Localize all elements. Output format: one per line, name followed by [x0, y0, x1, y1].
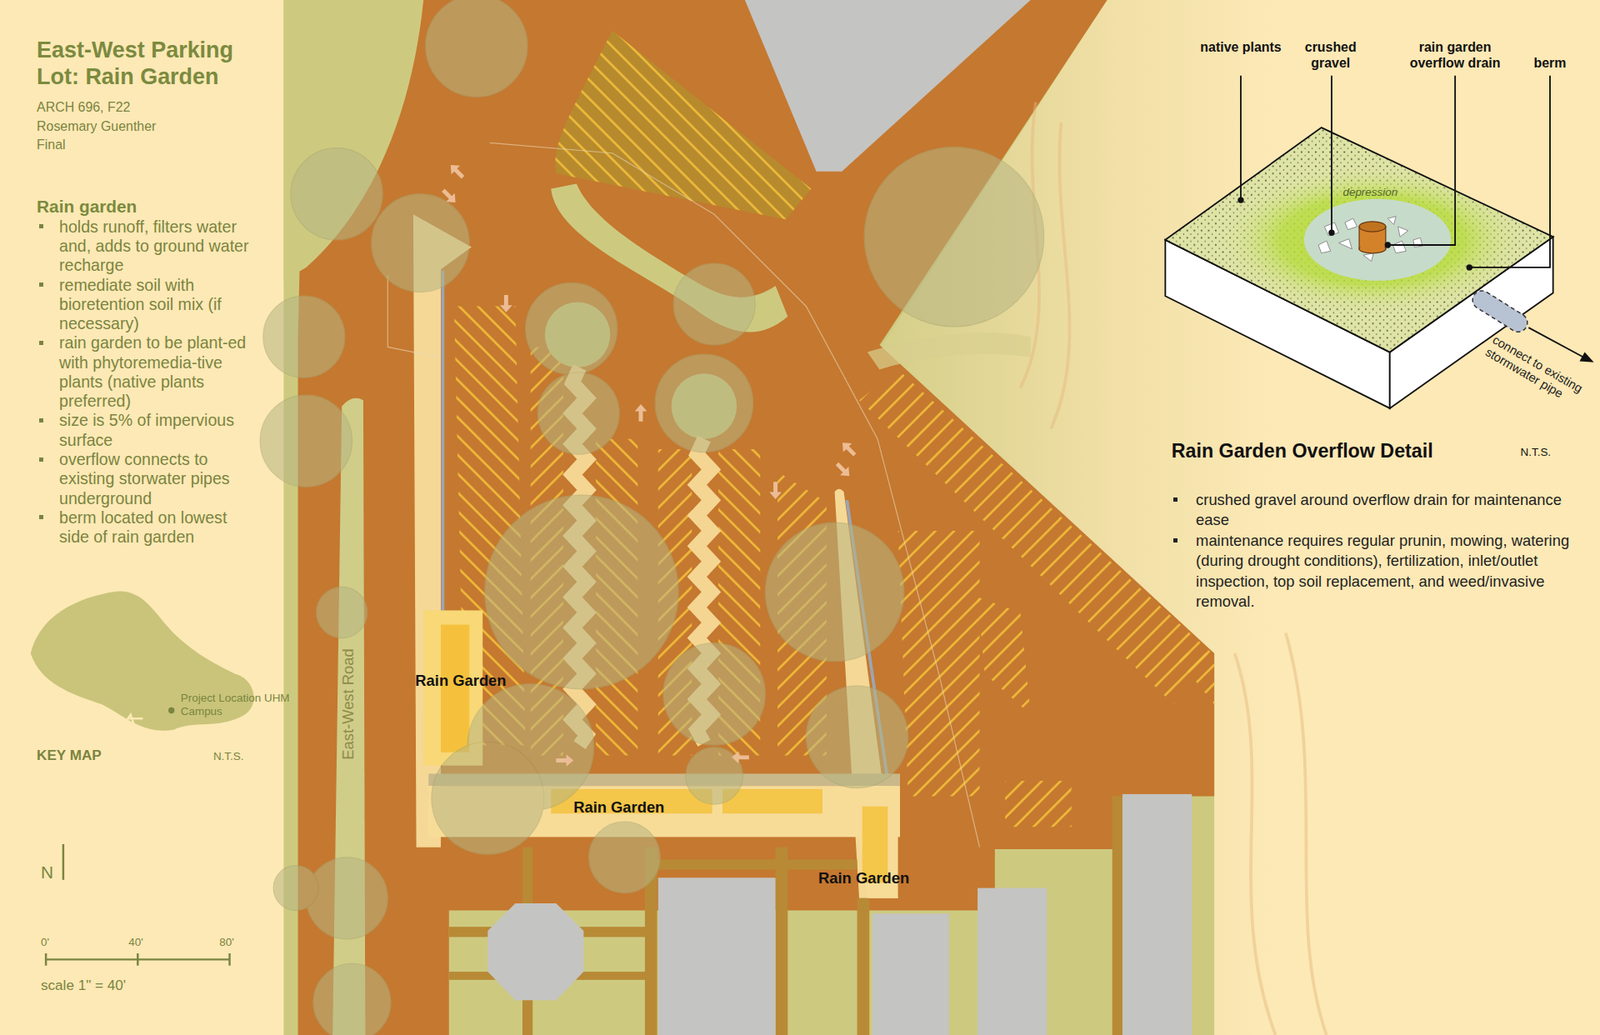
bullet-text: rain garden to be plant-ed with phytorem… [59, 333, 251, 411]
title: East-West Parking Lot: Rain Garden [36, 37, 277, 91]
label: Project Location UHM Campus [180, 691, 294, 719]
label: 80' [219, 935, 235, 950]
label: berm [1524, 55, 1575, 72]
label: depression [1342, 185, 1398, 200]
bullet-item: holds runoff, filters water and, adds to… [39, 217, 252, 276]
bullet-text: crushed gravel around overflow drain for… [1195, 490, 1576, 531]
label: crushed gravel [1290, 39, 1372, 72]
bullet-text: maintenance requires regular prunin, mow… [1195, 530, 1576, 613]
label: East-West Road [339, 648, 358, 760]
bullet-item: rain garden to be plant-ed with phytorem… [39, 333, 252, 411]
bullet-text: remediate soil with bioretention soil mi… [59, 275, 251, 335]
label: Final [36, 136, 65, 153]
bullet-list: holds runoff, filters water and, adds to… [39, 217, 252, 548]
label: KEY MAP [36, 746, 102, 765]
bullet-text: holds runoff, filters water and, adds to… [59, 217, 251, 276]
bullet-item: size is 5% of impervious surface [39, 410, 252, 450]
label: connect to existing stormwater pipe [1482, 332, 1600, 419]
bullet-item: maintenance requires regular prunin, mow… [1173, 530, 1575, 613]
label: N [40, 862, 54, 884]
bullet-item: remediate soil with bioretention soil mi… [39, 275, 252, 335]
bullet-text: overflow connects to existing storwater … [59, 450, 251, 509]
label: 40' [128, 935, 144, 950]
label: N.T.S. [1520, 445, 1551, 460]
bullet-square [39, 340, 44, 345]
bullet-item: overflow connects to existing storwater … [39, 450, 252, 509]
bullet-text: berm located on lowest side of rain gard… [59, 508, 251, 548]
label: Rain Garden [415, 671, 506, 690]
label: ARCH 696, F22 [36, 99, 130, 115]
label: native plants [1200, 39, 1282, 56]
label: rain garden overflow drain [1398, 39, 1513, 72]
label: Rain garden [36, 196, 137, 218]
bullet-square [1173, 538, 1178, 543]
bullet-square [1173, 497, 1178, 502]
bullet-item: crushed gravel around overflow drain for… [1173, 490, 1575, 531]
bullet-list: crushed gravel around overflow drain for… [1173, 490, 1575, 613]
bullet-square [39, 418, 44, 423]
label: scale 1" = 40' [40, 976, 126, 995]
label: Rain Garden [818, 869, 910, 888]
bullet-item: berm located on lowest side of rain gard… [39, 508, 252, 548]
label: Rain Garden [573, 798, 665, 817]
label: 0' [40, 935, 50, 950]
bullet-text: size is 5% of impervious surface [59, 410, 251, 450]
label: Rosemary Guenther [36, 118, 156, 135]
bullet-square [39, 224, 44, 229]
label: N.T.S. [213, 750, 245, 764]
bullet-square [39, 457, 44, 462]
bullet-square [39, 515, 44, 520]
bullet-square [39, 282, 44, 287]
label: Rain Garden Overflow Detail [1171, 440, 1434, 464]
